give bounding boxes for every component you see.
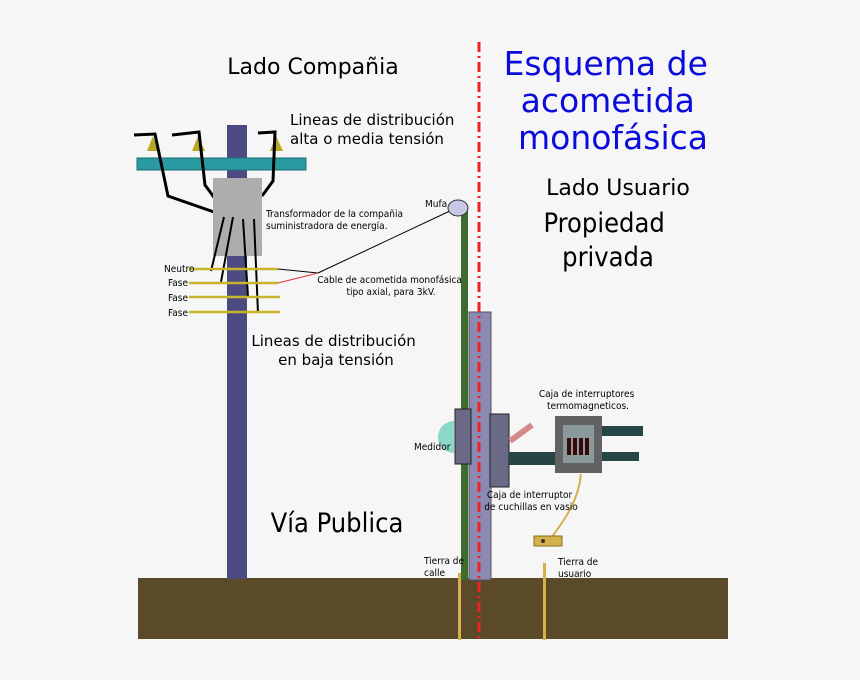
cable-label: Cable de acometida monofásica tipo axial…: [317, 274, 465, 298]
wire-labels: Neutro Fase Fase Fase: [164, 264, 197, 319]
transformer-label: Transformador de la compañia suministrad…: [265, 209, 406, 232]
meter-label: Medidor: [414, 442, 451, 453]
conduit: [601, 426, 643, 436]
meter-body: [454, 408, 472, 465]
ground-clamp-bolt: [541, 539, 545, 543]
title-line-3: monofásica: [518, 118, 708, 157]
street-ground-rod: [458, 573, 461, 640]
high-voltage-wires: [133, 130, 277, 214]
phase-label: Fase: [168, 278, 188, 289]
service-cable-black: [277, 268, 319, 274]
mufa-cap: [447, 199, 469, 217]
title-line-2: acometida: [521, 81, 695, 120]
cable-label-line-2: tipo axial, para 3kV.: [346, 287, 435, 298]
street-ground-line-1: Tierra de: [423, 556, 465, 567]
knife-switch-box: [489, 413, 510, 488]
transformer-label-line-2: suministradora de energía.: [266, 220, 388, 232]
conduit: [601, 452, 639, 461]
ground-clamp: [533, 535, 563, 547]
private-property-line-1: Propiedad: [544, 208, 665, 239]
low-voltage-lines: [189, 267, 280, 314]
mufa-label: Mufa: [425, 199, 447, 210]
high-voltage-line-1: Lineas de distribución: [290, 111, 454, 129]
street-ground-label: Tierra de calle: [423, 556, 467, 579]
high-voltage-label: Lineas de distribución alta o media tens…: [290, 111, 459, 148]
low-voltage-label: Lineas de distribución en baja tensión: [251, 332, 420, 369]
insulator: [270, 136, 283, 151]
cable-label-line-1: Cable de acometida monofásica: [317, 274, 462, 286]
breakers: [567, 438, 589, 455]
knife-switch-line-1: Caja de interruptor: [487, 490, 573, 501]
neutral-label: Neutro: [164, 264, 195, 275]
knife-switch-line-2: de cuchillas en vasio: [484, 502, 578, 513]
breaker-box-label: Caja de interruptores termomagneticos.: [539, 389, 637, 412]
company-side-label: Lado Compañia: [227, 55, 398, 80]
service-mast: [461, 208, 468, 580]
phase-label: Fase: [168, 293, 188, 304]
private-property-line-2: privada: [562, 242, 654, 273]
insulators: [147, 136, 283, 151]
user-side-label: Lado Usuario: [546, 176, 690, 201]
ground-wire: [551, 473, 582, 538]
user-ground-line-1: Tierra de: [557, 557, 599, 568]
title-line-1: Esquema de: [504, 44, 708, 83]
public-road-label: Vía Publica: [271, 508, 404, 539]
breaker-box-line-2: termomagneticos.: [547, 401, 629, 412]
breaker-box-line-1: Caja de interruptores: [539, 389, 635, 400]
service-cable-drop: [317, 209, 453, 274]
conduit: [509, 452, 556, 465]
low-voltage-line-1: Lineas de distribución: [251, 332, 415, 350]
crossarm: [136, 157, 307, 171]
low-voltage-line-2: en baja tensión: [278, 351, 394, 369]
user-ground-line-2: usuario: [558, 569, 592, 580]
knife-switch-label: Caja de interruptor de cuchillas en vasi…: [484, 490, 578, 513]
user-ground-rod: [543, 563, 546, 640]
meter-dial: [438, 421, 454, 453]
insulator: [147, 136, 159, 151]
high-voltage-line-2: alta o media tensión: [290, 130, 444, 148]
private-property-label: Propiedad privada: [544, 208, 673, 273]
transformer-label-line-1: Transformador de la compañia: [265, 209, 403, 220]
ground: [138, 578, 728, 639]
street-ground-line-2: calle: [424, 568, 445, 579]
phase-label: Fase: [168, 308, 188, 319]
transformer: [213, 178, 262, 256]
service-cable-red: [277, 272, 319, 284]
knife-switch-handle: [508, 422, 534, 444]
diagram-title: Esquema de acometida monofásica: [504, 44, 719, 157]
user-ground-label: Tierra de usuario: [557, 557, 601, 580]
